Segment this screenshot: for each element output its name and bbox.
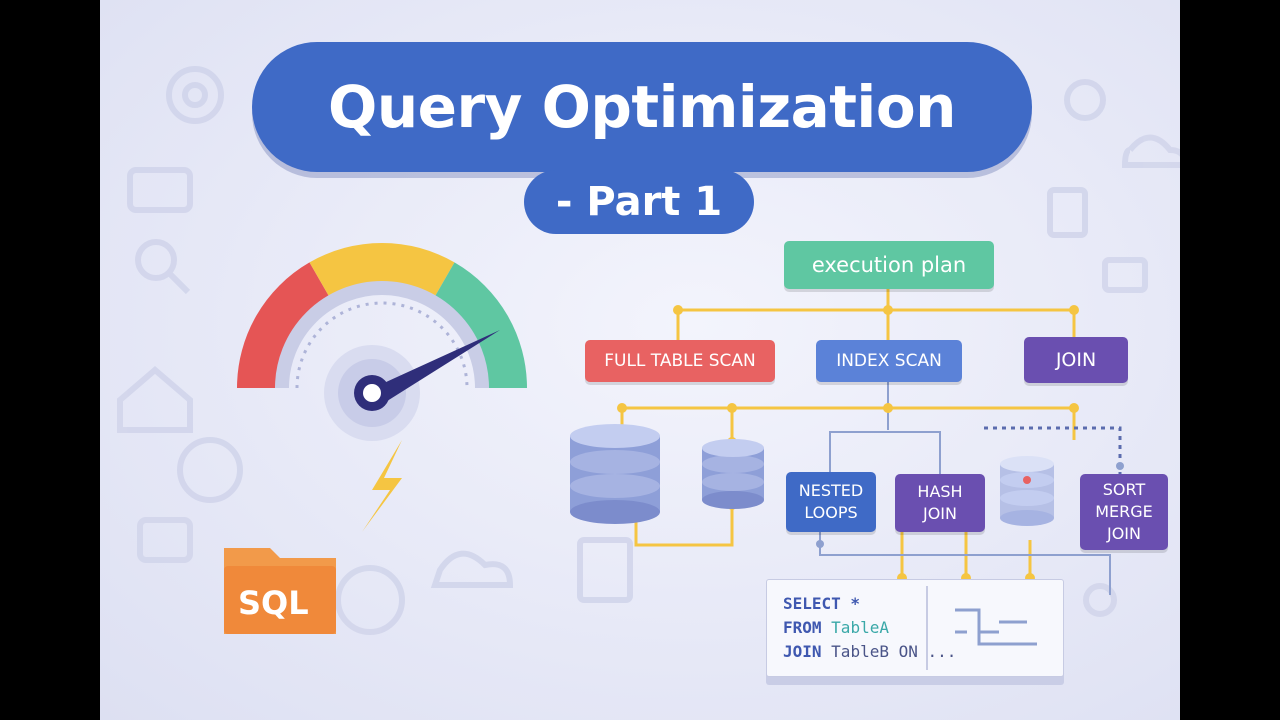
code-table: TableA — [831, 618, 889, 637]
plan-connectors — [617, 289, 1124, 595]
code-line-2: FROM TableA — [783, 618, 889, 637]
speedometer-icon — [237, 242, 527, 532]
page-subtitle: - Part 1 — [555, 179, 723, 225]
gear-icon — [335, 565, 405, 635]
lightning-icon — [362, 440, 402, 532]
code-text: TableB ON ... — [831, 642, 957, 661]
code-line-1: SELECT * — [783, 594, 860, 613]
index-scan-node: INDEX SCAN — [816, 340, 962, 382]
plan-diagram-icon — [926, 586, 1037, 670]
code-line-3: JOIN TableB ON ... — [783, 642, 956, 661]
code-keyword: JOIN — [783, 642, 822, 661]
page-title: Query Optimization — [328, 73, 956, 141]
join-node: JOIN — [1024, 337, 1128, 383]
sort-merge-join-node: SORT MERGE JOIN — [1080, 474, 1168, 550]
gear-icon — [1064, 79, 1106, 121]
background-decoration — [117, 66, 1180, 635]
code-keyword: FROM — [783, 618, 822, 637]
code-keyword: SELECT * — [783, 594, 861, 613]
sql-code-panel: SELECT * FROM TableA JOIN TableB ON ... — [766, 579, 1064, 677]
gear-icon — [177, 437, 243, 503]
nested-loops-node: NESTED LOOPS — [786, 472, 876, 532]
subtitle-banner: - Part 1 — [524, 170, 754, 234]
database-icon — [570, 424, 1054, 526]
title-banner: Query Optimization — [252, 42, 1032, 172]
sql-folder-label: SQL — [238, 584, 309, 622]
folder-icon — [224, 548, 336, 634]
hash-join-node: HASH JOIN — [895, 474, 985, 532]
thumbnail-canvas: SQL — [100, 0, 1180, 720]
gear-icon — [166, 66, 224, 124]
execution-plan-node: execution plan — [784, 241, 994, 289]
home-icon — [117, 366, 193, 433]
search-icon — [135, 239, 177, 281]
full-table-scan-node: FULL TABLE SCAN — [585, 340, 775, 382]
